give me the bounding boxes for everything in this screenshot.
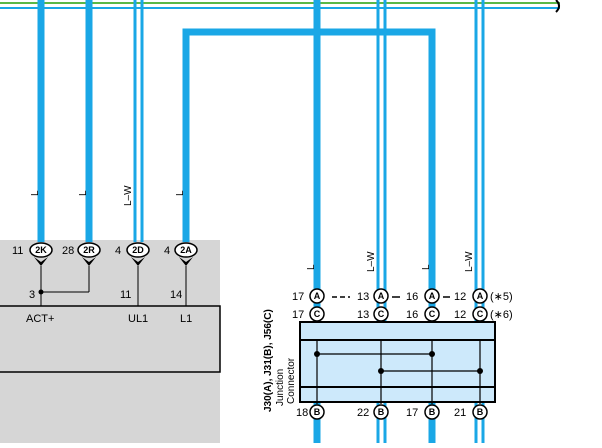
svg-text:A: A [429, 291, 436, 301]
ecu-signal-name: UL1 [128, 313, 148, 325]
svg-text:C: C [429, 309, 436, 319]
jc-title-line3: Connector [286, 357, 297, 404]
svg-text:(∗5): (∗5) [490, 291, 513, 303]
svg-text:18: 18 [296, 407, 308, 419]
wire-color-jc1: L [306, 264, 317, 270]
top-black-arc [555, 0, 560, 13]
wire-color-jc3: L [421, 264, 432, 270]
ecu-signal-name: ACT+ [26, 313, 54, 325]
svg-text:12: 12 [454, 309, 466, 321]
ecu-connector-2a: 2A [174, 242, 198, 266]
ecu-pin-number: 4 [164, 245, 170, 257]
ecu-splice-dot [38, 289, 44, 295]
svg-text:B: B [314, 407, 321, 417]
ecu-connector-2d: 2D [126, 242, 150, 266]
jc-row-b: 18 B 22 B 17 B 21 B [296, 404, 488, 420]
svg-text:C: C [378, 309, 385, 319]
svg-text:A: A [314, 291, 321, 301]
ecu-connector-2k: 2K [29, 242, 53, 266]
jc-title-line2: Junction [275, 369, 286, 406]
wire-2a [182, 28, 436, 443]
wire-color-w2: L [78, 190, 89, 196]
svg-text:17: 17 [292, 309, 304, 321]
wire-color-jc4: L–W [464, 251, 475, 272]
svg-text:A: A [378, 291, 385, 301]
svg-text:22: 22 [357, 407, 369, 419]
junction-connector-box [299, 321, 496, 403]
svg-text:2K: 2K [35, 245, 47, 255]
wire-color-jc2: L–W [366, 251, 377, 272]
jc-row-c: 17 C 13 C 16 C 12 C (∗6) [292, 306, 513, 322]
svg-text:2A: 2A [180, 245, 192, 255]
svg-text:17: 17 [406, 407, 418, 419]
ecu-pin-number: 11 [12, 245, 23, 257]
svg-text:17: 17 [292, 291, 304, 303]
svg-text:12: 12 [454, 291, 466, 303]
jc-splice-dot [378, 368, 384, 374]
ecu-connector-2r: 2R [77, 242, 101, 266]
wire-color-w4: L [175, 190, 186, 196]
ecu-signal-pin: 3 [29, 289, 35, 301]
ecu-box [0, 240, 220, 443]
jc-title-line1: J30(A), J31(B), J56(C) [263, 309, 274, 412]
svg-text:A: A [477, 291, 484, 301]
ecu-signal-pin: 11 [120, 289, 131, 301]
jc-splice-dot [477, 368, 483, 374]
svg-text:13: 13 [357, 309, 369, 321]
ecu-signal-pin: 14 [170, 289, 182, 301]
wire-color-w1: L [30, 190, 41, 196]
jc-splice-dot [314, 351, 320, 357]
jc-row-a: 17 A 13 A 16 A 12 A (∗5) [292, 288, 513, 304]
jc-splice-dot [429, 351, 435, 357]
svg-text:B: B [477, 407, 484, 417]
svg-text:16: 16 [406, 291, 418, 303]
svg-text:16: 16 [406, 309, 418, 321]
svg-text:13: 13 [357, 291, 369, 303]
svg-text:(∗6): (∗6) [490, 309, 513, 321]
ecu-pin-number: 28 [62, 245, 74, 257]
ecu-inner-box [0, 305, 221, 373]
ecu-signal-name: L1 [180, 313, 192, 325]
svg-text:B: B [429, 407, 436, 417]
svg-text:2D: 2D [132, 245, 144, 255]
svg-text:B: B [378, 407, 385, 417]
svg-text:2R: 2R [83, 245, 95, 255]
svg-text:C: C [477, 309, 484, 319]
svg-text:C: C [314, 309, 321, 319]
ecu-pin-number: 4 [115, 245, 121, 257]
svg-text:21: 21 [454, 407, 466, 419]
wire-color-w3: L–W [123, 185, 134, 206]
